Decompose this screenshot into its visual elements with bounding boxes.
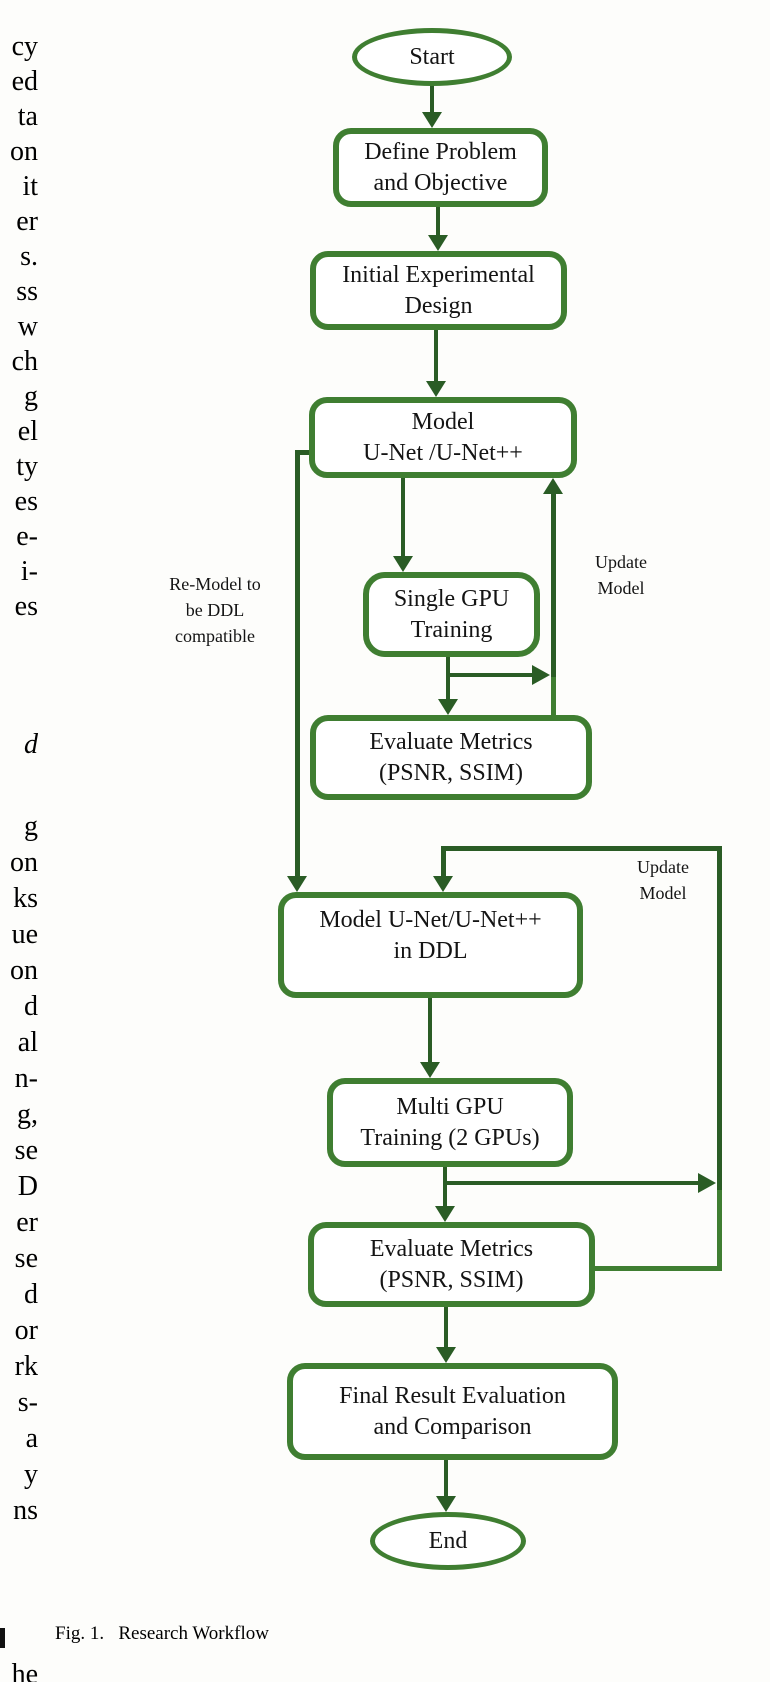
text-fragment: er: [16, 1207, 38, 1238]
text-fragment: ue: [11, 919, 38, 950]
text-fragment: d: [24, 1279, 38, 1310]
edge-remodel-vline: [295, 450, 300, 876]
node-single-gpu-training: Single GPU Training: [363, 572, 540, 657]
text-fragment: d: [24, 729, 38, 760]
text-fragment: g: [24, 381, 38, 412]
edge-updatemodel2-stub: [441, 846, 446, 876]
label-update-model-1: Update Model: [595, 552, 647, 598]
edge-ddl-multigpu-line: [428, 997, 432, 1062]
edge-singlegpu-evaluate1-arrowhead: [438, 699, 458, 715]
node-model-unet-ddl: Model U-Net/U-Net++ in DDL: [278, 892, 583, 998]
text-fragment: er: [16, 206, 38, 237]
edge-initial-model-arrowhead: [426, 381, 446, 397]
text-fragment: es: [14, 591, 38, 622]
text-fragment: rk: [14, 1351, 38, 1382]
node-final-result: Final Result Evaluation and Comparison: [287, 1363, 618, 1460]
text-fragment: ss: [16, 276, 38, 307]
text-fragment: ta: [17, 101, 38, 132]
partial-character: [0, 1628, 5, 1648]
text-fragment: a: [25, 1423, 38, 1454]
edge-ddl-multigpu-arrowhead: [420, 1062, 440, 1078]
node-define-problem: Define Problem and Objective: [333, 128, 548, 207]
edge-singlegpu-evaluate1-line: [446, 656, 450, 700]
text-fragment: w: [17, 311, 38, 342]
edge-updatemodel1-line: [551, 493, 556, 677]
edge-updatemodel2-vline: [717, 846, 722, 1190]
edge-final-end-arrowhead: [436, 1496, 456, 1512]
left-column-text-fragments: cy ed ta on it er s. ss w ch g el ty es e-i-es d g on ks ue…: [0, 0, 40, 1682]
node-multi-gpu-training: Multi GPU Training (2 GPUs): [327, 1078, 573, 1167]
text-fragment: or: [14, 1315, 38, 1346]
node-end: End: [370, 1512, 526, 1570]
edge-initial-model-line: [434, 329, 438, 382]
edge-multigpu-evaluate2-arrowhead: [435, 1206, 455, 1222]
text-fragment: se: [14, 1243, 38, 1274]
edge-singlegpu-branch-arrowhead: [532, 665, 550, 685]
text-fragment: ty: [16, 451, 38, 482]
node-model-unet: Model U-Net /U-Net++: [309, 397, 577, 478]
text-fragment: i-: [20, 556, 38, 587]
node-initial-design: Initial Experimental Design: [310, 251, 567, 330]
edge-model-singlegpu-arrowhead: [393, 556, 413, 572]
text-fragment: g: [24, 811, 38, 842]
edge-updatemodel1-lower-line: [551, 677, 556, 715]
text-fragment: ch: [11, 346, 38, 377]
text-fragment: ns: [13, 1495, 38, 1526]
edge-model-singlegpu-line: [401, 477, 405, 557]
edge-define-initial-line: [436, 206, 440, 237]
label-update-model-2: Update Model: [637, 857, 689, 903]
text-fragment: g,: [17, 1099, 38, 1130]
edge-define-initial-arrowhead: [428, 235, 448, 251]
edge-updatemodel1-arrowhead: [543, 478, 563, 494]
text-fragment: he: [11, 1659, 38, 1682]
edge-updatemodel2-top-line: [441, 846, 722, 851]
edge-evaluate2-exit-line: [595, 1266, 722, 1271]
edge-remodel-arrowhead: [287, 876, 307, 892]
edge-updatemodel2-vline-lower: [717, 1190, 722, 1270]
text-fragment: on: [10, 955, 38, 986]
text-fragment: se: [14, 1135, 38, 1166]
edge-evaluate2-final-line: [444, 1306, 448, 1347]
text-fragment: n-: [14, 1063, 38, 1094]
text-fragment: ed: [11, 66, 38, 97]
edge-singlegpu-branch-line: [448, 673, 532, 677]
text-fragment: D: [17, 1171, 38, 1202]
text-fragment: e-: [16, 521, 38, 552]
text-fragment: s-: [17, 1387, 38, 1418]
node-start: Start: [352, 28, 512, 86]
edge-updatemodel2-arrowhead: [433, 876, 453, 892]
text-fragment: es: [14, 486, 38, 517]
text-fragment: ks: [13, 883, 38, 914]
edge-start-define-arrowhead: [422, 112, 442, 128]
edge-multigpu-branch-arrowhead: [698, 1173, 716, 1193]
figure-caption: Fig. 1. Research Workflow: [55, 1623, 269, 1644]
text-fragment: y: [24, 1459, 38, 1490]
text-fragment: cy: [11, 31, 38, 62]
text-fragment: el: [17, 416, 38, 447]
text-fragment: al: [17, 1027, 38, 1058]
edge-start-define-line: [430, 84, 434, 114]
edge-remodel-stub: [295, 450, 311, 455]
text-fragment: on: [10, 847, 38, 878]
edge-evaluate2-final-arrowhead: [436, 1347, 456, 1363]
node-evaluate-metrics-1: Evaluate Metrics (PSNR, SSIM): [310, 715, 592, 800]
text-fragment: s.: [20, 241, 38, 272]
edge-final-end-line: [444, 1459, 448, 1496]
text-fragment: d: [24, 991, 38, 1022]
label-remodel: Re-Model to be DDL compatible: [169, 574, 261, 646]
edge-multigpu-branch-line: [445, 1181, 698, 1185]
edge-multigpu-evaluate2-line: [443, 1166, 447, 1206]
node-evaluate-metrics-2: Evaluate Metrics (PSNR, SSIM): [308, 1222, 595, 1307]
text-fragment: it: [22, 171, 38, 202]
text-fragment: on: [10, 136, 38, 167]
